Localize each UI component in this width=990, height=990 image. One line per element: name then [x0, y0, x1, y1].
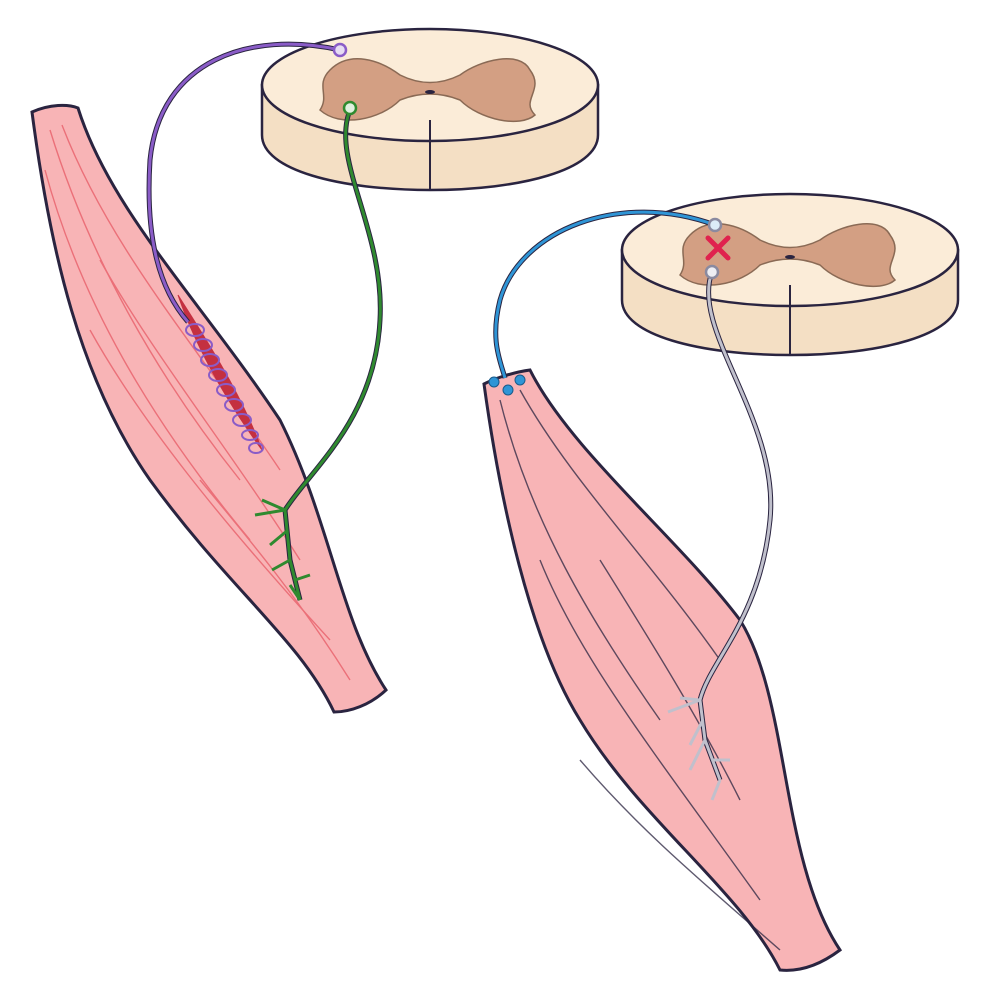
- right-spinal-cord-section: [620, 192, 960, 357]
- synapse-node: [704, 264, 720, 280]
- synapse-node: [707, 217, 723, 233]
- right-muscle: [482, 368, 843, 972]
- right-afferent-nerve: [488, 209, 723, 396]
- blocked-synapse-x-icon: [705, 235, 731, 261]
- left-afferent-nerve: [146, 41, 348, 454]
- left-efferent-nerve: [254, 100, 383, 601]
- muscle-spindle-coil: [185, 323, 264, 454]
- synapse-node: [342, 100, 358, 116]
- left-spinal-cord-section: [260, 27, 600, 192]
- sensory-ending-bulbs: [488, 374, 526, 396]
- left-muscle: [30, 103, 388, 714]
- synapse-node: [332, 42, 348, 58]
- motor-end-plate-branches: [254, 498, 311, 601]
- motor-end-plate-branches: [667, 696, 730, 801]
- right-efferent-nerve: [667, 264, 774, 801]
